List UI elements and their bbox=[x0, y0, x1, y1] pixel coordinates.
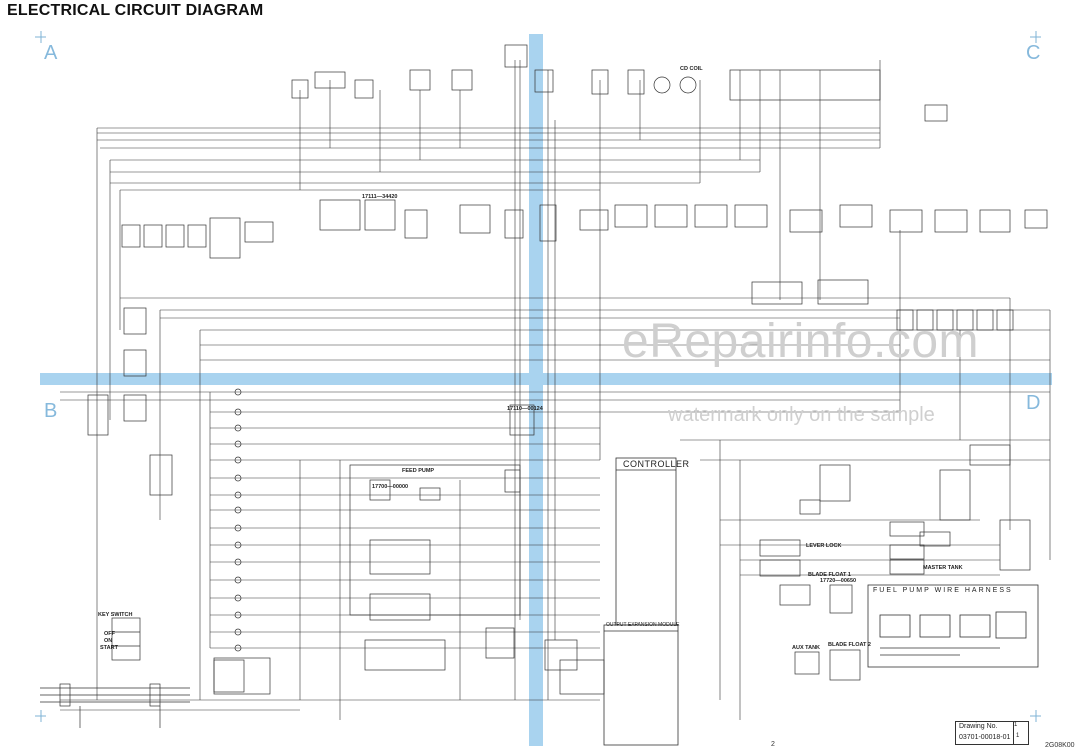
sheet-total: 1 bbox=[1016, 733, 1020, 739]
drawing-number-label: Drawing No. bbox=[959, 723, 998, 730]
part-number-label: 17720—00650 bbox=[820, 578, 857, 584]
left-relay-stack bbox=[87, 307, 173, 661]
top-components bbox=[291, 44, 948, 122]
zone-label-b: B bbox=[44, 400, 58, 422]
middle-modules bbox=[213, 404, 605, 695]
zone-label-a: A bbox=[44, 42, 58, 64]
zone-label-d: D bbox=[1026, 392, 1041, 414]
cd-coil-label: CD COIL bbox=[680, 66, 703, 72]
key-on-label: ON bbox=[104, 638, 113, 644]
part-number-label: 17110—00124 bbox=[507, 406, 543, 412]
part-number-label: 17111—34420 bbox=[362, 194, 398, 200]
connector-row-right bbox=[751, 279, 1014, 331]
corner-ticks bbox=[35, 31, 1041, 722]
key-start-label: START bbox=[100, 645, 118, 651]
key-off-label: OFF bbox=[104, 631, 115, 637]
aux-tank-label: AUX TANK bbox=[792, 645, 821, 651]
connector-row-upper bbox=[121, 199, 1048, 259]
lever-lock-label: LEVER LOCK bbox=[806, 543, 842, 549]
vertical-highlight-band bbox=[529, 34, 543, 746]
blade-float-1-label: BLADE FLOAT 1 bbox=[808, 572, 851, 578]
controller-box bbox=[603, 457, 679, 746]
watermark-main: eRepairinfo.com bbox=[622, 315, 979, 368]
sheet-count-cell bbox=[1013, 722, 1028, 744]
master-tank-label: MASTER TANK bbox=[923, 565, 963, 571]
sheet-number: 1 bbox=[1014, 722, 1018, 728]
page-number: 2 bbox=[771, 741, 775, 748]
watermark-sub: watermark only on the sample bbox=[668, 404, 935, 426]
right-aux-components bbox=[759, 444, 1031, 681]
blade-float-2-label: BLADE FLOAT 2 bbox=[828, 642, 871, 648]
wire-bus-horizontal bbox=[60, 127, 1050, 711]
part-number-label: 17700—00000 bbox=[372, 484, 409, 490]
output-module-label: OUTPUT EXPANSION MODULE bbox=[606, 622, 680, 628]
relay-ladder bbox=[234, 388, 242, 652]
fuel-pump-harness-label: FUEL PUMP WIRE HARNESS bbox=[873, 587, 1013, 594]
key-switch-label: KEY SWITCH bbox=[98, 612, 133, 618]
drawing-number-value: 03701-00018-01 bbox=[959, 734, 1011, 741]
document-code: 2G08K00 bbox=[1045, 742, 1075, 749]
zone-label-c: C bbox=[1026, 42, 1041, 64]
controller-label: CONTROLLER bbox=[623, 459, 690, 469]
page-title: ELECTRICAL CIRCUIT DIAGRAM bbox=[7, 2, 264, 19]
horizontal-highlight-band bbox=[40, 373, 1052, 385]
fuel-pump-harness-box bbox=[867, 584, 1039, 668]
bottom-left-harness bbox=[40, 683, 190, 728]
drawing-number-box: Drawing No. 03701-00018-01 bbox=[955, 721, 1029, 745]
feed-pump-label: FEED PUMP bbox=[402, 468, 435, 474]
